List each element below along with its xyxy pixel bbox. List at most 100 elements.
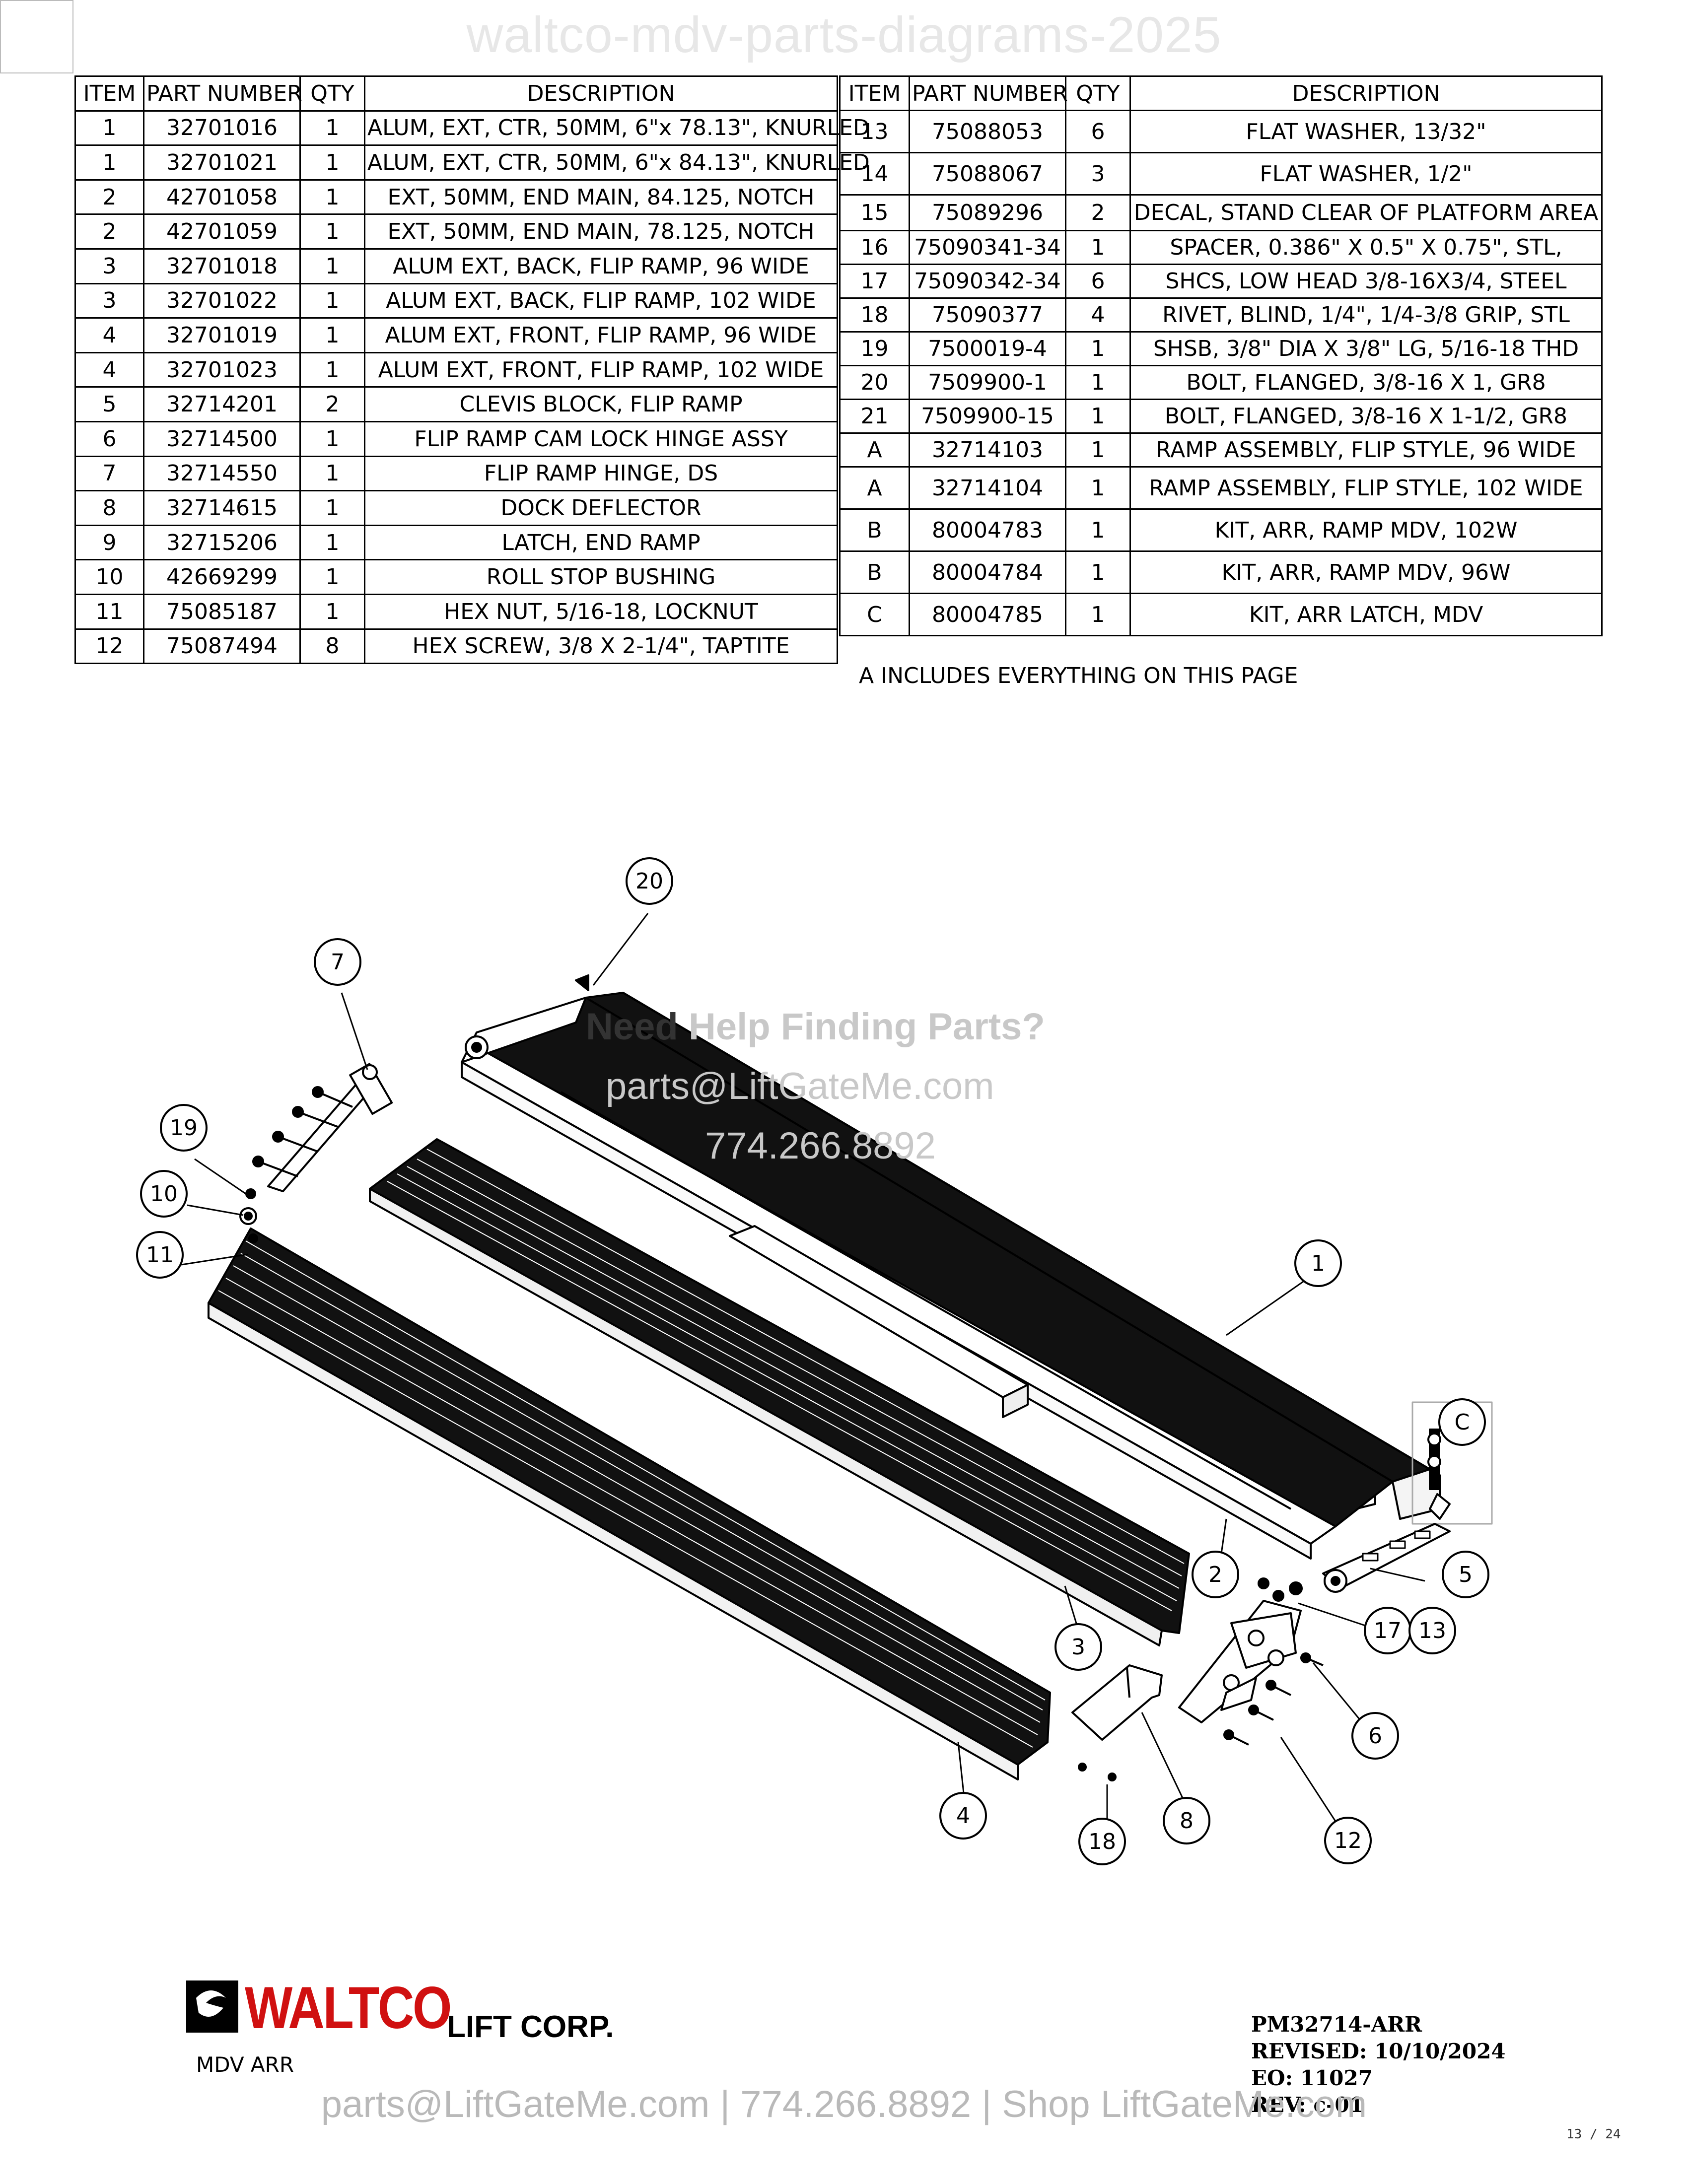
cell-item: B xyxy=(839,508,910,552)
cell-item: 6 xyxy=(74,420,144,457)
col-part-number: PART NUMBER xyxy=(143,75,302,112)
callout-balloon: 18 xyxy=(1078,1818,1126,1865)
cell-description: HEX SCREW, 3/8 X 2-1/4", TAPTITE xyxy=(364,628,838,665)
cell-part-number: 75087494 xyxy=(143,628,301,665)
callout-balloon: 19 xyxy=(160,1104,208,1152)
cell-description: DOCK DEFLECTOR xyxy=(364,490,838,526)
cell-qty: 1 xyxy=(299,420,365,457)
cell-item: 18 xyxy=(839,297,910,333)
cell-item: B xyxy=(839,550,910,594)
cell-qty: 8 xyxy=(299,628,365,665)
cell-item: 1 xyxy=(74,144,144,181)
cell-part-number: 32714201 xyxy=(143,386,301,422)
cell-qty: 6 xyxy=(1065,264,1131,299)
cell-part-number: 75088067 xyxy=(909,152,1066,196)
model-label: MDV ARR xyxy=(196,2052,294,2077)
cell-item: 9 xyxy=(74,524,144,561)
col-qty: QTY xyxy=(1065,75,1131,111)
cell-item: 20 xyxy=(839,365,910,400)
footer-contact: parts@LiftGateMe.com | 774.266.8892 | Sh… xyxy=(321,2083,1367,2125)
cell-item: 13 xyxy=(839,110,910,153)
col-part-number: PART NUMBER xyxy=(909,75,1068,111)
callout-balloon: 7 xyxy=(314,938,361,986)
rev-number: REV: c-01 xyxy=(1251,2093,1364,2117)
callout-balloon: 20 xyxy=(626,857,673,905)
cell-part-number: 75088053 xyxy=(909,110,1066,153)
cell-qty: 1 xyxy=(299,317,365,353)
cell-item: 8 xyxy=(74,490,144,526)
cell-description: ALUM EXT, FRONT, FLIP RAMP, 96 WIDE xyxy=(364,317,838,353)
callout-balloon: 2 xyxy=(1192,1551,1239,1598)
cell-part-number: 32714615 xyxy=(143,490,301,526)
col-item: ITEM xyxy=(839,75,910,111)
callout-balloon: 8 xyxy=(1163,1797,1210,1844)
cell-description: RAMP ASSEMBLY, FLIP STYLE, 102 WIDE xyxy=(1129,466,1603,510)
cell-item: 19 xyxy=(839,331,910,366)
cell-qty: 1 xyxy=(299,179,365,215)
doc-number: PM32714-ARR xyxy=(1251,2012,1422,2037)
cell-part-number: 32701019 xyxy=(143,317,301,353)
cell-part-number: 32714104 xyxy=(909,466,1066,510)
col-description: DESCRIPTION xyxy=(364,75,838,112)
callout-balloon: 3 xyxy=(1055,1623,1102,1671)
cell-description: FLIP RAMP CAM LOCK HINGE ASSY xyxy=(364,420,838,457)
cell-part-number: 75089296 xyxy=(909,194,1066,231)
waltco-logo: WALTCO xyxy=(186,1978,452,2040)
callout-balloon: 6 xyxy=(1351,1712,1399,1760)
cell-description: EXT, 50MM, END MAIN, 78.125, NOTCH xyxy=(364,213,838,250)
cell-item: 4 xyxy=(74,351,144,388)
cell-description: FLIP RAMP HINGE, DS xyxy=(364,455,838,492)
cell-description: SHCS, LOW HEAD 3/8-16X3/4, STEEL xyxy=(1129,264,1603,299)
waltco-logo-mark xyxy=(186,1980,434,2033)
callout-balloon: 1 xyxy=(1294,1239,1342,1287)
cell-part-number: 32701023 xyxy=(143,351,301,388)
cell-item: 21 xyxy=(839,399,910,434)
cell-part-number: 80004785 xyxy=(909,593,1066,636)
cell-part-number: 75085187 xyxy=(143,593,301,630)
cell-description: LATCH, END RAMP xyxy=(364,524,838,561)
col-description: DESCRIPTION xyxy=(1129,75,1603,111)
cell-description: BOLT, FLANGED, 3/8-16 X 1-1/2, GR8 xyxy=(1129,399,1603,434)
cell-qty: 1 xyxy=(1065,331,1131,366)
cell-description: SPACER, 0.386" X 0.5" X 0.75", STL, xyxy=(1129,230,1603,265)
cell-description: ALUM, EXT, CTR, 50MM, 6"x 84.13", KNURLE… xyxy=(364,144,870,181)
cell-description: HEX NUT, 5/16-18, LOCKNUT xyxy=(364,593,838,630)
callout-balloon: 13 xyxy=(1408,1607,1456,1654)
cell-item: 1 xyxy=(74,110,144,146)
cell-qty: 1 xyxy=(299,455,365,492)
col-qty: QTY xyxy=(299,75,365,112)
cell-item: 17 xyxy=(839,264,910,299)
cell-qty: 6 xyxy=(1065,110,1131,153)
cell-qty: 1 xyxy=(299,144,365,181)
assembly-note: A INCLUDES EVERYTHING ON THIS PAGE xyxy=(859,663,1298,688)
callout-balloon: 10 xyxy=(140,1170,188,1218)
cell-qty: 1 xyxy=(1065,593,1131,636)
cell-qty: 1 xyxy=(299,282,365,319)
cell-item: 3 xyxy=(74,282,144,319)
cell-qty: 1 xyxy=(1065,550,1131,594)
corner-box xyxy=(0,0,73,73)
cell-qty: 4 xyxy=(1065,297,1131,333)
cell-item: 2 xyxy=(74,213,144,250)
cell-part-number: 42701058 xyxy=(143,179,301,215)
cell-qty: 1 xyxy=(299,248,365,284)
cell-part-number: 80004783 xyxy=(909,508,1066,552)
callout-balloon: 5 xyxy=(1442,1551,1489,1598)
cell-description: CLEVIS BLOCK, FLIP RAMP xyxy=(364,386,838,422)
cell-part-number: 32714103 xyxy=(909,432,1066,468)
